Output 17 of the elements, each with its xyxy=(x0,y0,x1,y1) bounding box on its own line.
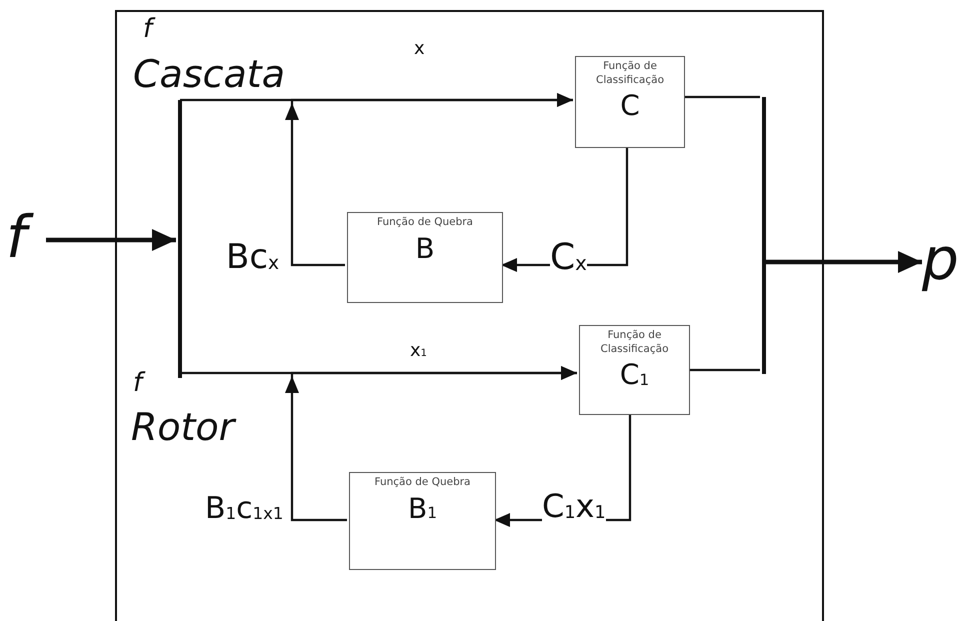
signal-label: f xyxy=(6,208,46,272)
process-box xyxy=(349,472,496,570)
process-box xyxy=(579,325,690,415)
junction-bar xyxy=(178,100,182,378)
box-title: Função de Classificação xyxy=(595,60,665,88)
section-label: Cascata xyxy=(133,55,285,93)
box-title: Função de Quebra xyxy=(374,476,470,490)
outer-frame xyxy=(115,10,824,621)
box-title: Função de Classificação xyxy=(600,329,670,356)
junction-bar xyxy=(762,97,766,374)
process-box xyxy=(575,56,685,148)
signal-label: p xyxy=(922,230,966,296)
box-symbol: B xyxy=(415,234,435,264)
process-box xyxy=(347,212,503,303)
box-symbol: C xyxy=(620,91,640,122)
section-label: Rotor xyxy=(131,408,234,446)
box-title: Função de Quebra xyxy=(376,216,473,230)
